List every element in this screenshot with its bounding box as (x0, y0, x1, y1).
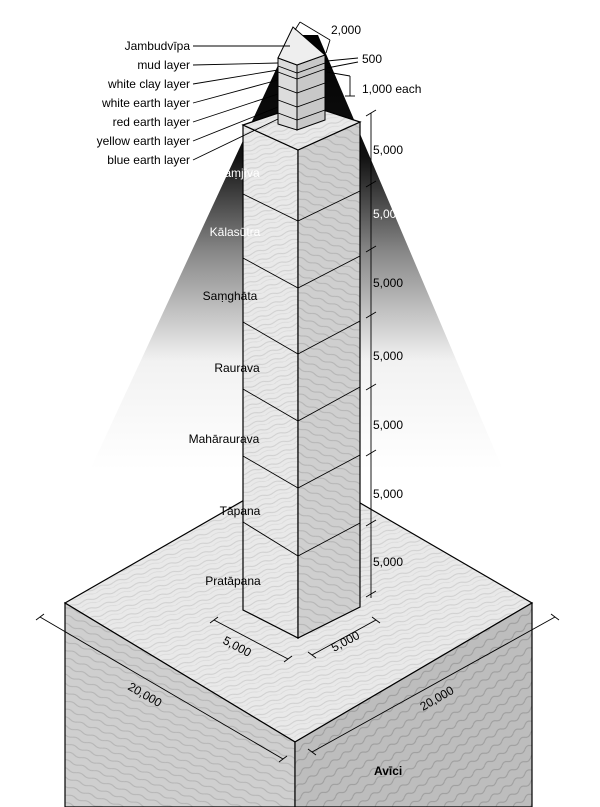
hell-divisions (242, 190, 361, 557)
hell-height-2: 5,000 (373, 207, 403, 221)
jambudvipa-pyramid (277, 26, 326, 66)
base-name-avici: Avīci (374, 764, 402, 778)
hell-height-4: 5,000 (373, 349, 403, 363)
label-yellow-earth: yellow earth layer (97, 134, 190, 148)
hell-label-4: Raurava (214, 361, 260, 375)
dim-top-width: 2,000 (331, 23, 361, 37)
label-white-clay: white clay layer (107, 77, 190, 91)
hell-label-3: Saṃghāta (203, 289, 258, 303)
label-jambudvipa: Jambudvīpa (125, 39, 191, 53)
hell-label-1: Saṃjīva (216, 166, 260, 180)
hell-label-2: Kālasūtra (210, 225, 261, 239)
shaft-right-face (297, 121, 361, 639)
strata-labels: Jambudvīpa mud layer white clay layer wh… (97, 39, 191, 167)
shaft-left-face (242, 124, 299, 639)
hell-height-5: 5,000 (373, 418, 403, 432)
label-white-earth: white earth layer (101, 96, 190, 110)
hell-labels: Saṃjīva Kālasūtra Saṃghāta Raurava Mahār… (189, 166, 261, 588)
strata-lines (277, 62, 326, 121)
dim-layers-each: 1,000 each (362, 82, 421, 96)
hell-height-7: 5,000 (373, 555, 403, 569)
hell-height-1: 5,000 (373, 143, 403, 157)
shaft-height-dimension (365, 109, 377, 598)
shaft-width-dimensions (209, 616, 381, 663)
base-dimensions (35, 613, 560, 763)
hell-label-5: Mahāraurava (189, 432, 260, 446)
top-dim-leaders (294, 21, 359, 97)
label-blue-earth: blue earth layer (107, 153, 190, 167)
label-red-earth: red earth layer (113, 115, 190, 129)
base-left-face (64, 601, 296, 807)
hell-label-7: Pratāpana (205, 574, 261, 588)
label-mud-layer: mud layer (137, 58, 190, 72)
label-leaders (192, 45, 290, 161)
dim-mud-height: 500 (362, 52, 382, 66)
base-right-face (294, 601, 533, 807)
hell-height-labels: 5,000 5,000 5,000 5,000 5,000 5,000 5,00… (373, 143, 403, 569)
hell-height-6: 5,000 (373, 487, 403, 501)
hell-height-3: 5,000 (373, 276, 403, 290)
hell-label-6: Tāpana (220, 504, 261, 518)
